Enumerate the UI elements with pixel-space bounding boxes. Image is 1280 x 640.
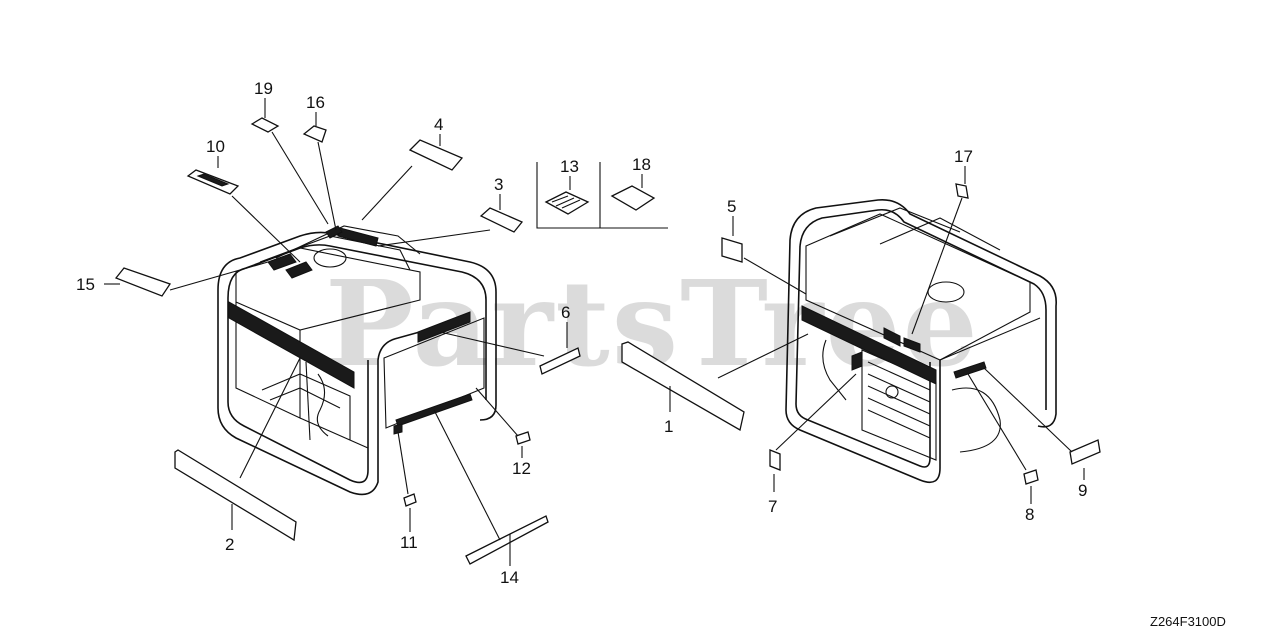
label-part-2 [174, 449, 297, 542]
callout-2: 2 [225, 535, 234, 554]
callout-4: 4 [434, 115, 443, 134]
label-part-9 [1069, 439, 1101, 465]
label-part-11 [403, 493, 417, 507]
label-part-4 [408, 139, 464, 171]
label-part-8 [1023, 469, 1039, 485]
callout-12: 12 [512, 459, 531, 478]
drawing-code: Z264F3100D [1150, 614, 1226, 629]
generator-rear-view [785, 198, 1057, 484]
label-part-12 [515, 431, 531, 445]
label-part-15 [114, 267, 172, 297]
callout-19: 19 [254, 79, 273, 98]
label-part-13 [544, 191, 590, 215]
callout-1: 1 [664, 417, 673, 436]
label-part-5 [721, 237, 743, 263]
callout-17: 17 [954, 147, 973, 166]
label-part-18 [610, 185, 656, 211]
label-part-7 [769, 449, 781, 471]
label-part-6 [539, 347, 581, 375]
label-part-14 [465, 515, 549, 565]
kit-box [536, 162, 668, 229]
callout-13: 13 [560, 157, 579, 176]
callout-9: 9 [1078, 481, 1087, 500]
label-parts [114, 117, 1101, 565]
callout-18: 18 [632, 155, 651, 174]
callout-14: 14 [500, 568, 519, 587]
callout-5: 5 [727, 197, 736, 216]
callout-15: 15 [76, 275, 95, 294]
label-part-3 [479, 207, 524, 233]
label-part-17 [955, 183, 969, 199]
callout-6: 6 [561, 303, 570, 322]
callout-7: 7 [768, 497, 777, 516]
callout-labels: 1 2 3 4 5 6 7 8 9 10 11 12 13 14 15 16 1… [76, 79, 1087, 587]
callout-8: 8 [1025, 505, 1034, 524]
label-part-16 [302, 125, 327, 143]
label-part-1 [621, 341, 745, 432]
callout-3: 3 [494, 175, 503, 194]
leader-lines [104, 98, 1085, 566]
callout-16: 16 [306, 93, 325, 112]
generator-front-view [217, 225, 497, 496]
callout-11: 11 [400, 533, 418, 552]
callout-10: 10 [206, 137, 225, 156]
label-part-19 [250, 117, 280, 133]
